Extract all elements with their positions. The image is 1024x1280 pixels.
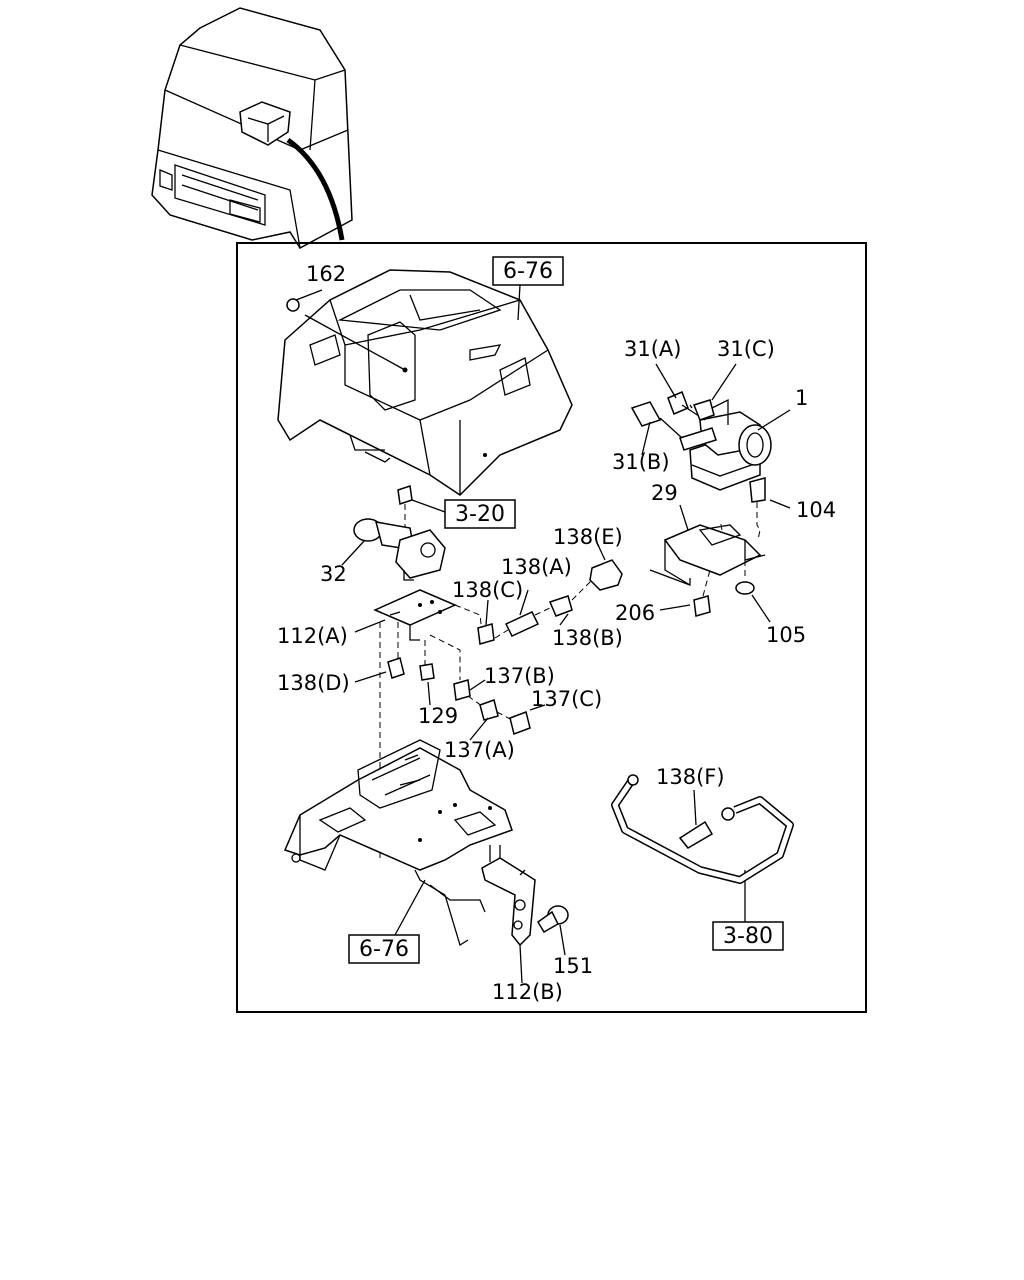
grommet-162 [286, 298, 300, 312]
ref-box-bracket: 6-76 [348, 879, 426, 964]
ref-pipe-text: 3-80 [723, 924, 773, 949]
fitting-138c [477, 623, 495, 645]
label-29: 29 [651, 481, 678, 505]
fitting-138e [589, 559, 623, 591]
label-31c: 31(C) [717, 337, 775, 361]
fitting-137a [479, 699, 499, 721]
label-162: 162 [306, 262, 346, 286]
ref-cover-text: 6-76 [503, 259, 553, 284]
solenoid-valve-32 [353, 485, 446, 581]
part-labels: 162 31(A) 31(C) 1 31(B) 29 104 32 138(E)… [277, 262, 836, 1004]
label-104: 104 [796, 498, 836, 522]
label-138e: 138(E) [553, 525, 623, 549]
label-31b: 31(B) [612, 450, 670, 474]
label-105: 105 [766, 623, 806, 647]
label-32: 32 [320, 562, 347, 586]
label-112b: 112(B) [492, 980, 563, 1004]
fitting-137c [509, 711, 531, 735]
pipe-assembly [611, 774, 794, 884]
fitting-137b [453, 679, 471, 701]
fitting-138b [548, 595, 573, 617]
bracket-112b [481, 845, 536, 947]
label-31a: 31(A) [624, 337, 681, 361]
bolt-104 [749, 477, 766, 503]
fitting-138d [387, 657, 405, 679]
label-206: 206 [615, 601, 655, 625]
mounting-bracket-112a [373, 589, 457, 641]
fitting-138a [504, 611, 540, 637]
label-151: 151 [553, 954, 593, 978]
label-138c: 138(C) [452, 578, 523, 602]
label-137c: 137(C) [531, 687, 602, 711]
bolt-206 [693, 595, 711, 617]
ref-box-pipe: 3-80 [712, 870, 784, 951]
label-137a: 137(A) [444, 738, 515, 762]
label-129: 129 [418, 704, 458, 728]
ref-bracket-text: 6-76 [359, 937, 409, 962]
label-138d: 138(D) [277, 671, 350, 695]
detail-frame [236, 242, 867, 1013]
mounting-plate [283, 739, 513, 947]
label-112a: 112(A) [277, 624, 348, 648]
bracket-29 [649, 524, 766, 586]
label-138b: 138(B) [552, 626, 623, 650]
ref-box-bolt: 3-20 [411, 499, 516, 529]
console-cover [277, 269, 573, 496]
label-137b: 137(B) [484, 664, 555, 688]
nut-129 [419, 663, 435, 681]
label-138a: 138(A) [501, 555, 572, 579]
bolt-151 [537, 905, 569, 934]
ref-box-cover: 6-76 [492, 256, 564, 321]
label-1: 1 [795, 386, 808, 410]
ref-bolt-text: 3-20 [455, 502, 505, 527]
leader-162 [304, 314, 406, 371]
nut-105 [735, 581, 755, 595]
truck-cab-illustration [151, 7, 353, 249]
valve-assembly [630, 391, 772, 491]
label-138f: 138(F) [656, 765, 725, 789]
